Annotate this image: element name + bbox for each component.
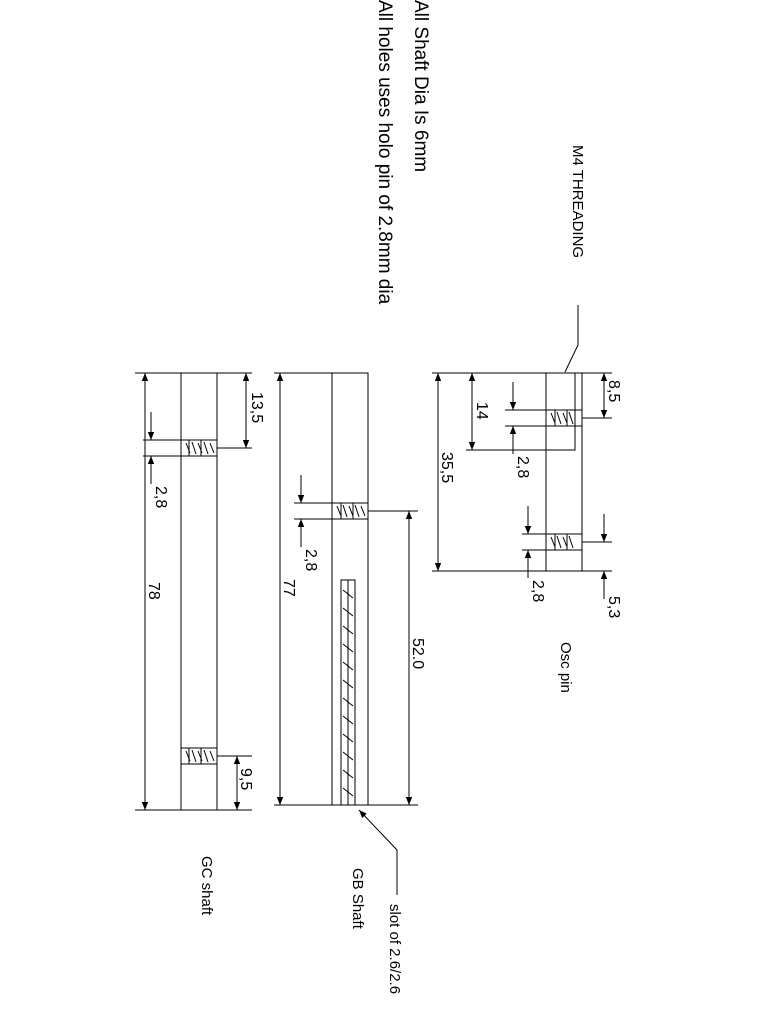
gb-hole bbox=[331, 502, 369, 520]
osc-bottom-offset-dim: 5,3 bbox=[605, 596, 622, 618]
gc-hole-dia-dim: 2,8 bbox=[152, 486, 169, 508]
note-holes: All holes uses holo pin of 2.8mm dia bbox=[374, 0, 395, 305]
osc-pin-body bbox=[545, 372, 583, 572]
osc-pin-label: Osc pin bbox=[557, 642, 574, 693]
slot-note: slot of 2.6/2.6 bbox=[386, 904, 403, 994]
osc-step-len-dim: 14 bbox=[473, 402, 490, 420]
gb-shaft-body bbox=[331, 372, 369, 806]
threading-leader bbox=[564, 305, 579, 373]
gb-hole-to-end-dim: 52.0 bbox=[409, 638, 426, 669]
gb-shaft-label: GB Shaft bbox=[349, 868, 366, 930]
gc-overall-dim: 78 bbox=[145, 582, 162, 600]
osc-thread-len-dim: 8,5 bbox=[605, 380, 622, 402]
osc-hole-dia-a-dim: 2,8 bbox=[514, 456, 531, 478]
note-shaft-dia: All Shaft Dia Is 6mm bbox=[410, 0, 431, 172]
gb-slot bbox=[340, 579, 356, 806]
gc-top-offset-dim: 13,5 bbox=[248, 392, 265, 423]
gb-hole-dia-dim: 2,8 bbox=[302, 549, 319, 571]
gc-bottom-offset-dim: 9,5 bbox=[237, 768, 254, 790]
threading-label: M4 THREADING bbox=[569, 145, 586, 258]
gb-overall-dim: 77 bbox=[280, 579, 297, 597]
osc-overall-dim: 35,5 bbox=[438, 452, 455, 483]
gc-shaft: 78 13,5 2,8 9,5 GC shaft bbox=[135, 372, 265, 916]
gc-shaft-label: GC shaft bbox=[198, 856, 215, 916]
osc-hole-dia-b-dim: 2,8 bbox=[529, 580, 546, 602]
gc-shaft-body bbox=[180, 372, 218, 811]
gb-shaft: 77 2,8 52.0 slot of 2.6/2.6 GB Shaft bbox=[274, 372, 426, 994]
slot-leader bbox=[358, 809, 398, 895]
osc-lower-hole bbox=[545, 533, 583, 551]
osc-pin: M4 THREADING 8,5 14 35,5 2,8 2,8 5, bbox=[432, 145, 622, 693]
